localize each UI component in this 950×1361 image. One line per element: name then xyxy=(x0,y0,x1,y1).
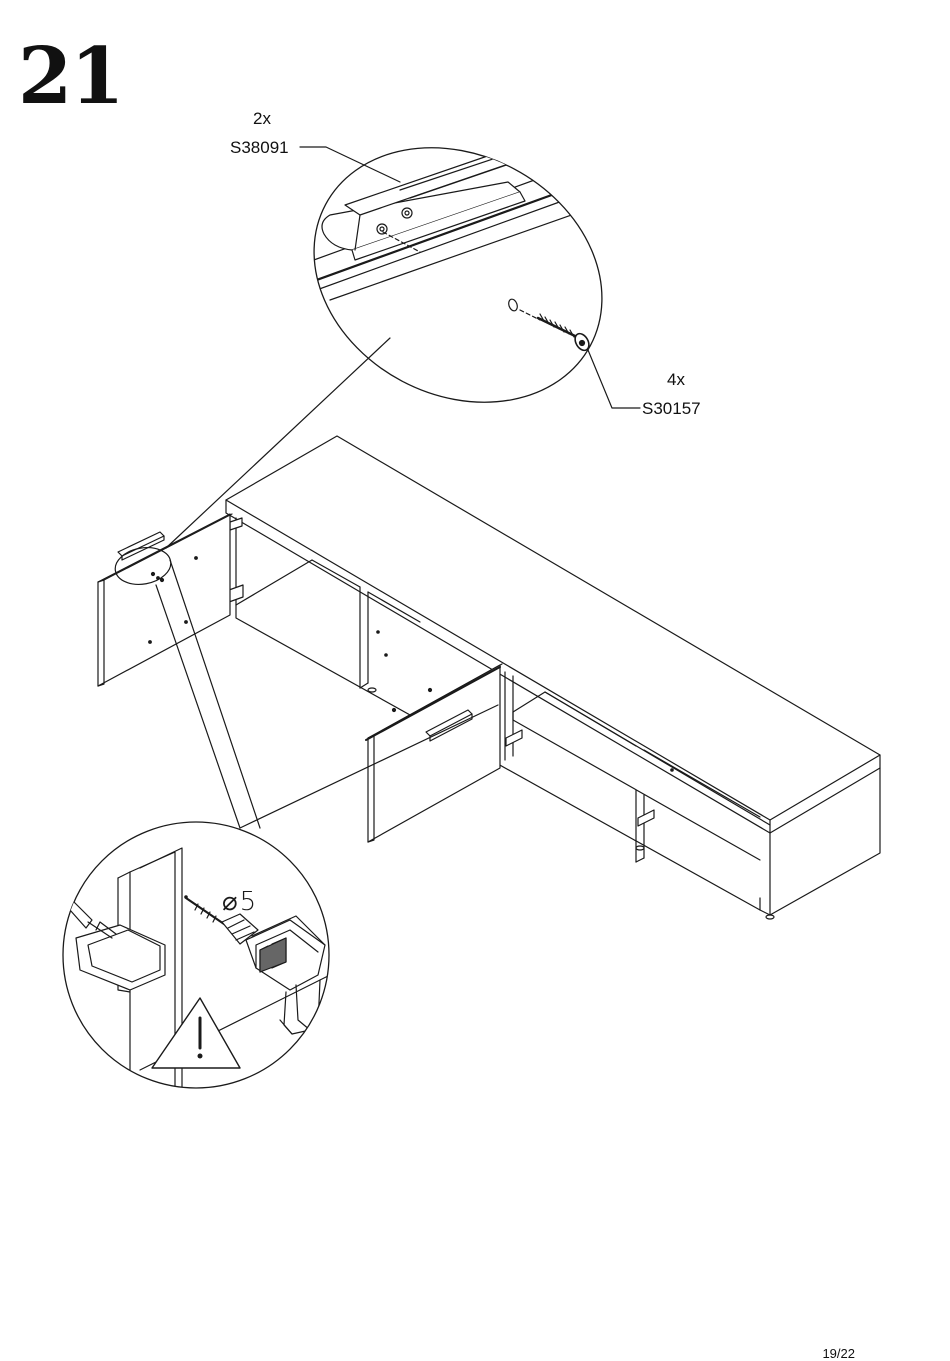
centre-door xyxy=(366,664,502,842)
screw-icon xyxy=(538,314,592,353)
page-number: 19/22 xyxy=(822,1346,855,1361)
left-door xyxy=(98,514,232,686)
tv-cabinet xyxy=(221,436,880,919)
warning-triangle-icon xyxy=(152,998,240,1068)
drill-size-label: ⌀5 xyxy=(222,887,256,917)
drilling-detail-view: ⌀5 xyxy=(63,822,330,1100)
